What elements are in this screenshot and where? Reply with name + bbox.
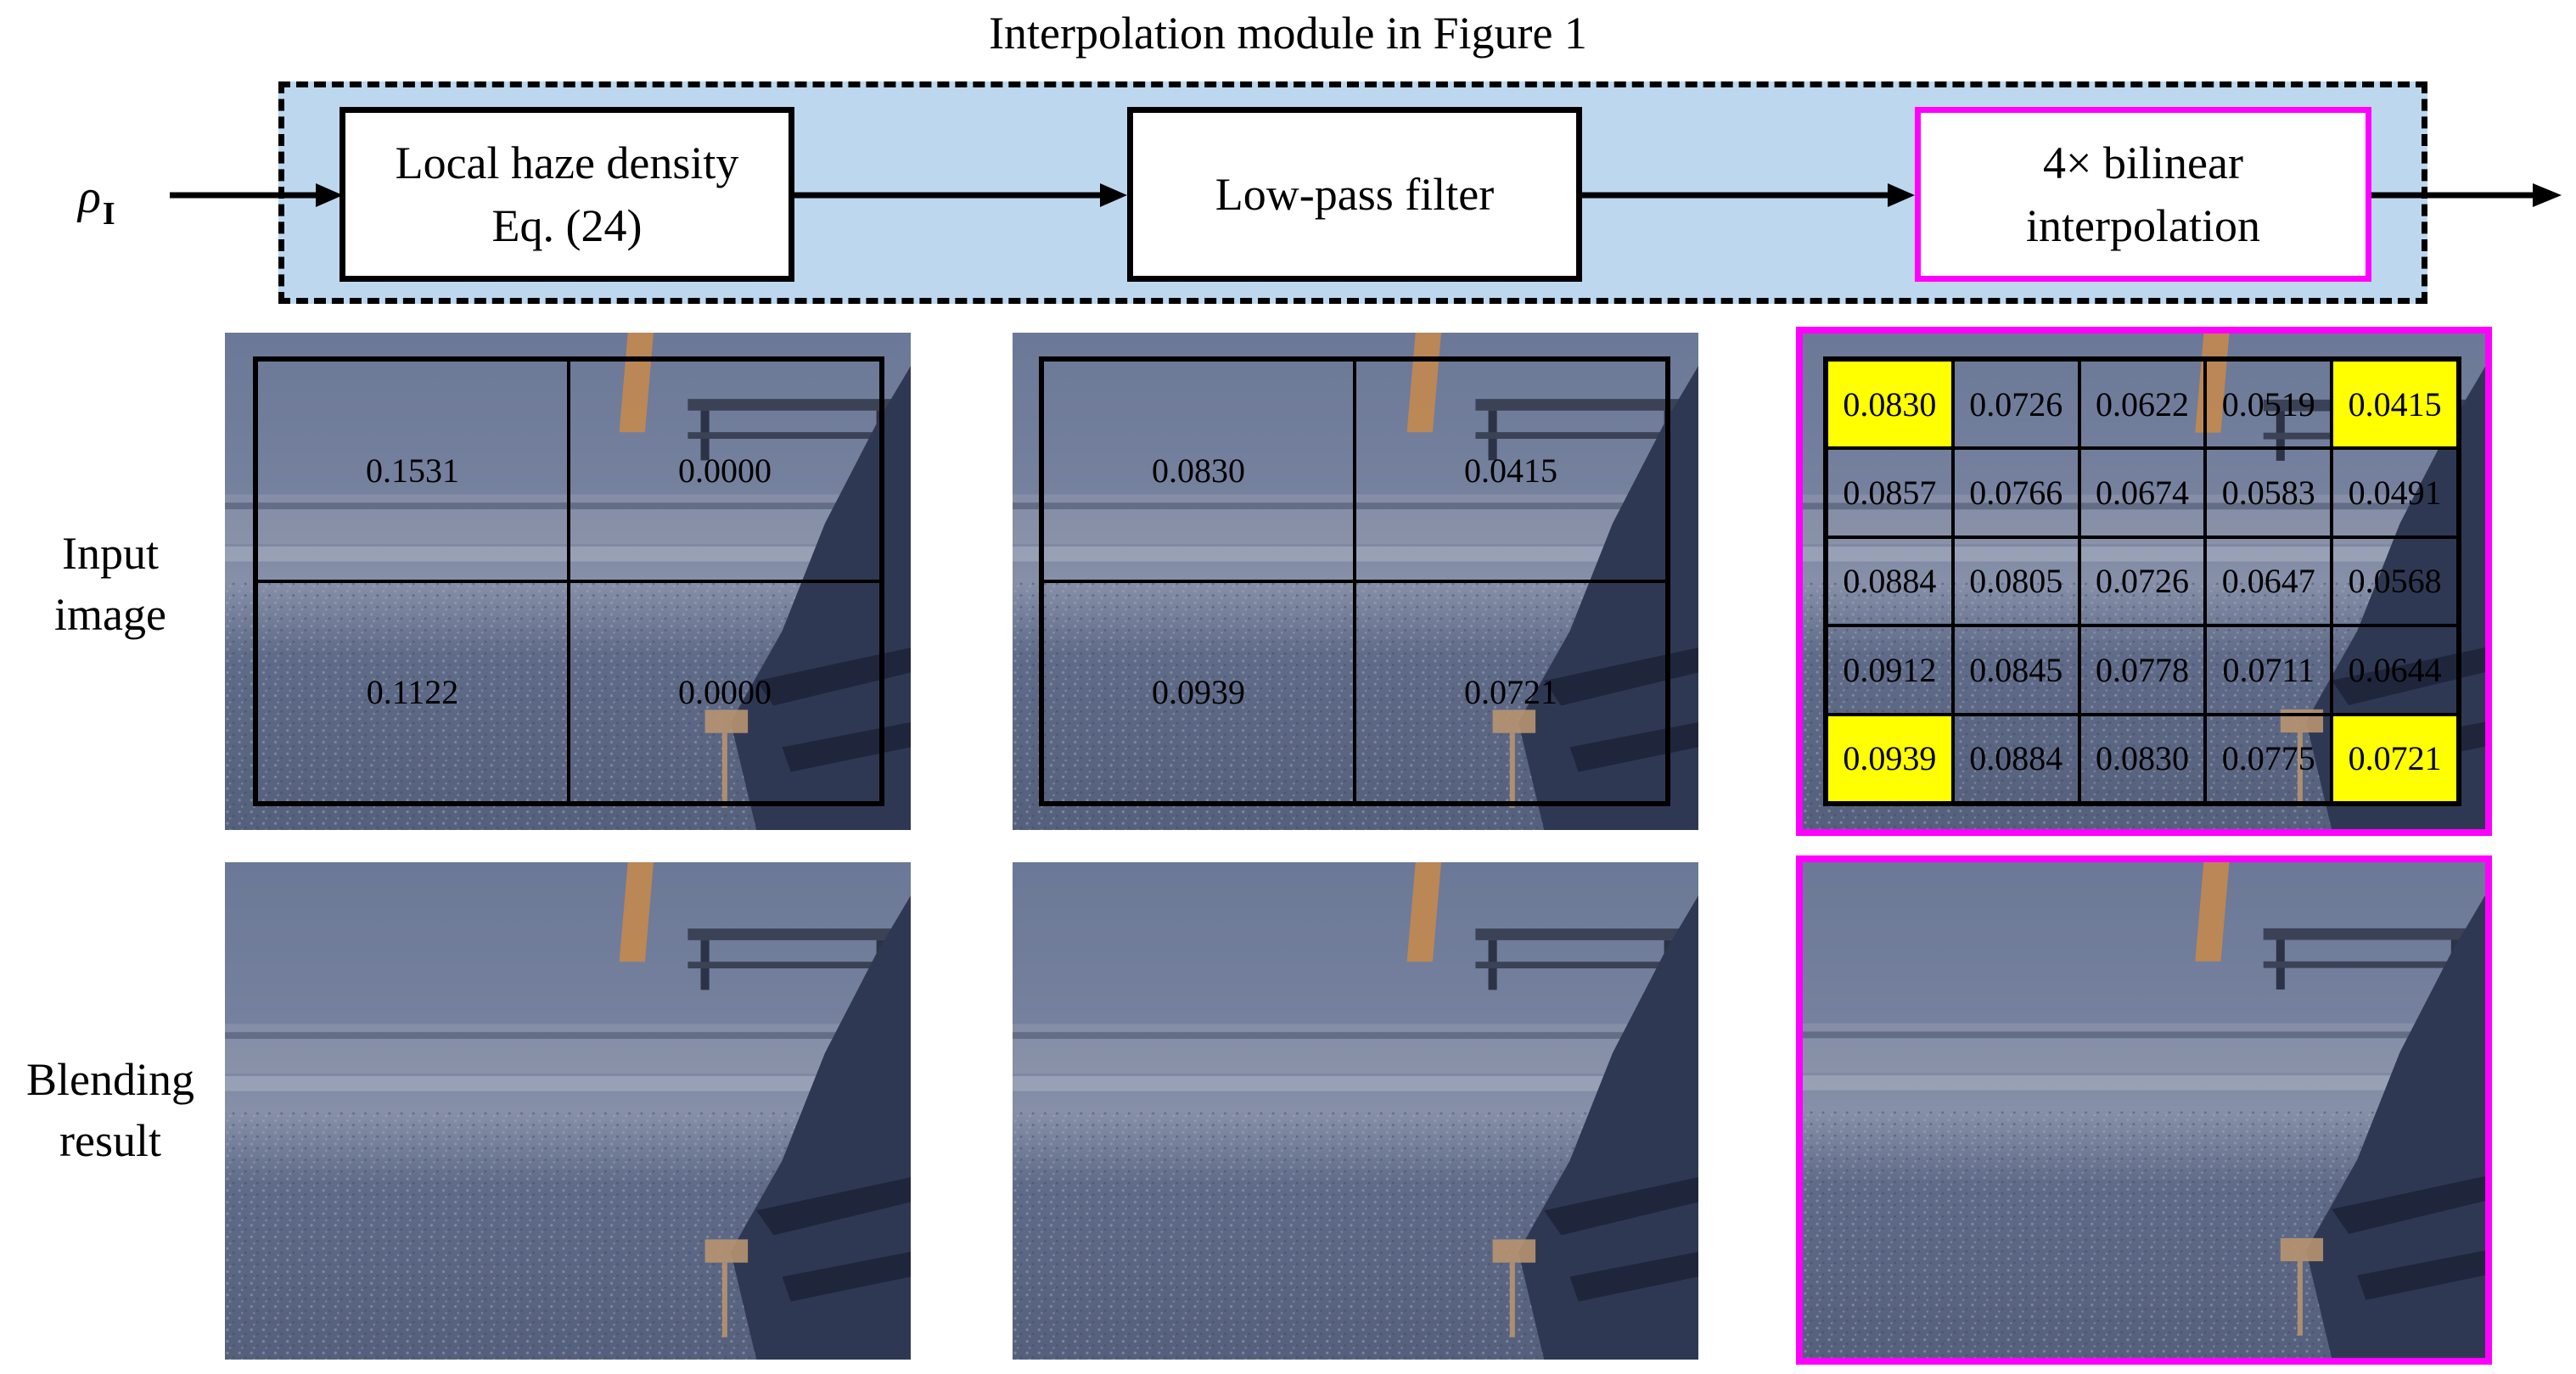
grid-cell: 0.0775	[2205, 714, 2332, 803]
grid-cell: 0.0415	[2332, 360, 2458, 449]
grid-cell: 0.0939	[1042, 581, 1355, 803]
grid-cell: 0.0830	[1827, 360, 1953, 449]
block-line: interpolation	[2026, 200, 2260, 251]
grid-cell: 0.0711	[2205, 625, 2332, 715]
row-label-line: Blending	[26, 1054, 194, 1105]
diagram-title: Interpolation module in Figure 1	[989, 8, 1587, 59]
input-image-photo-3	[1796, 327, 2492, 836]
block-line: Eq. (24)	[491, 200, 643, 251]
grid-cell: 0.0726	[1952, 360, 2079, 449]
grid-cell: 0.0415	[1355, 360, 1667, 581]
grid-cell: 0.0857	[1827, 448, 1953, 537]
grid-cell: 0.0491	[2332, 448, 2458, 537]
local-haze-density-block: Local haze density Eq. (24)	[340, 107, 794, 282]
grid-cell: 0.0805	[1952, 536, 2079, 626]
grid-local-haze-density: 0.1531 0.0000 0.1122 0.0000	[253, 356, 884, 806]
grid-cell: 0.0884	[1952, 714, 2079, 803]
grid-cell: 0.0845	[1952, 625, 2079, 715]
grid-cell: 0.0778	[2079, 625, 2206, 715]
row-label-line: Input	[62, 528, 159, 579]
row-label-line: result	[59, 1115, 161, 1166]
grid-cell: 0.1531	[256, 360, 569, 581]
blending-result-photo-1	[225, 862, 911, 1360]
grid-cell: 0.0721	[2332, 714, 2458, 803]
grid-cell: 0.0583	[2205, 448, 2332, 537]
grid-cell: 0.0884	[1827, 536, 1953, 626]
grid-cell: 0.1122	[256, 581, 569, 803]
grid-cell: 0.0519	[2205, 360, 2332, 449]
blending-result-photo-3	[1796, 855, 2492, 1365]
row-label-input-image: Input image	[0, 523, 221, 645]
grid-cell: 0.0568	[2332, 536, 2458, 626]
row-label-blending-result: Blending result	[0, 1049, 221, 1171]
input-symbol-rho: ρI	[78, 171, 115, 232]
grid-cell: 0.0000	[569, 360, 881, 581]
scene-image	[1013, 862, 1698, 1360]
arrow-density-to-filter	[793, 183, 1127, 207]
grid-cell: 0.0830	[2079, 714, 2206, 803]
row-label-line: image	[54, 589, 166, 640]
arrow-input	[170, 183, 343, 207]
grid-cell: 0.0830	[1042, 360, 1355, 581]
blending-result-photo-2	[1013, 862, 1698, 1360]
block-line: Low-pass filter	[1215, 169, 1495, 220]
arrow-filter-to-interp	[1580, 183, 1915, 207]
block-line: Local haze density	[395, 137, 739, 188]
grid-cell: 0.0674	[2079, 448, 2206, 537]
grid-cell: 0.0000	[569, 581, 881, 803]
scene-image	[225, 862, 911, 1360]
grid-cell: 0.0939	[1827, 714, 1953, 803]
block-line: 4× bilinear	[2043, 137, 2243, 188]
grid-cell: 0.0644	[2332, 625, 2458, 715]
bilinear-interpolation-block: 4× bilinear interpolation	[1915, 107, 2371, 282]
low-pass-filter-block: Low-pass filter	[1127, 107, 1582, 282]
grid-cell: 0.0766	[1952, 448, 2079, 537]
scene-image	[1803, 862, 2485, 1358]
grid-cell: 0.0647	[2205, 536, 2332, 626]
grid-low-pass-filter: 0.0830 0.0415 0.0939 0.0721	[1039, 356, 1670, 806]
grid-cell: 0.0721	[1355, 581, 1667, 803]
grid-cell: 0.0912	[1827, 625, 1953, 715]
grid-cell: 0.0622	[2079, 360, 2206, 449]
arrow-output	[2370, 183, 2562, 207]
grid-cell: 0.0726	[2079, 536, 2206, 626]
